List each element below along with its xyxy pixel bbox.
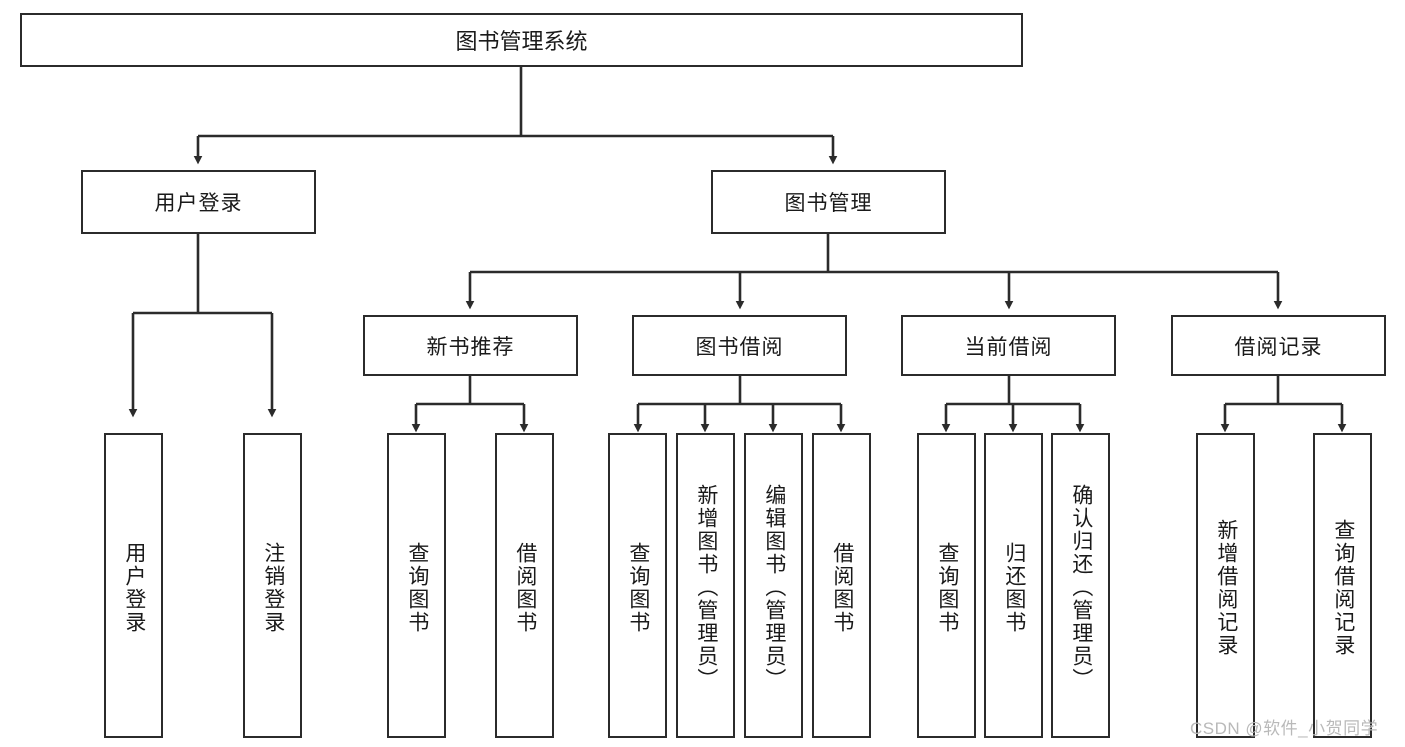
leaf-query-borrowing-record[interactable]: 查询借阅记录: [1313, 433, 1372, 738]
node-label: 借阅记录: [1234, 335, 1323, 359]
node-book-borrowing[interactable]: 图书借阅: [632, 315, 847, 376]
leaf-query-books-recommendation[interactable]: 查询图书: [387, 433, 446, 738]
node-label: 新增借阅记录: [1214, 518, 1238, 657]
leaf-borrow-books-borrowing[interactable]: 借阅图书: [812, 433, 871, 738]
node-label: 新增图书（管理员）: [694, 484, 718, 691]
leaf-add-book-admin[interactable]: 新增图书（管理员）: [676, 433, 735, 738]
node-label: 用户登录: [122, 541, 146, 634]
node-root-library-management-system[interactable]: 图书管理系统: [20, 13, 1023, 67]
node-label: 查询图书: [626, 541, 650, 634]
node-label: 归还图书: [1002, 541, 1026, 634]
leaf-borrow-books-recommendation[interactable]: 借阅图书: [495, 433, 554, 738]
node-label: 查询图书: [935, 541, 959, 634]
node-book-management[interactable]: 图书管理: [711, 170, 946, 234]
node-new-book-recommendation[interactable]: 新书推荐: [363, 315, 578, 376]
node-label: 图书管理系统: [455, 29, 588, 54]
leaf-add-borrowing-record[interactable]: 新增借阅记录: [1196, 433, 1255, 738]
leaf-query-books-current[interactable]: 查询图书: [917, 433, 976, 738]
watermark: CSDN @软件_小贺同学: [1190, 719, 1379, 738]
leaf-edit-book-admin[interactable]: 编辑图书（管理员）: [744, 433, 803, 738]
node-label: 编辑图书（管理员）: [762, 484, 786, 691]
node-label: 当前借阅: [964, 335, 1053, 359]
node-label: 注销登录: [261, 541, 285, 634]
node-label: 用户登录: [154, 192, 243, 215]
leaf-return-books[interactable]: 归还图书: [984, 433, 1043, 738]
node-user-login[interactable]: 用户登录: [81, 170, 316, 234]
node-label: 借阅图书: [830, 541, 854, 634]
node-label: 借阅图书: [513, 541, 537, 634]
leaf-user-login[interactable]: 用户登录: [104, 433, 163, 738]
node-label: 查询借阅记录: [1331, 518, 1355, 657]
node-label: 确认归还（管理员）: [1069, 484, 1093, 691]
node-current-borrowing[interactable]: 当前借阅: [901, 315, 1116, 376]
node-label: 查询图书: [405, 541, 429, 634]
node-label: 图书借阅: [695, 335, 784, 359]
leaf-query-books-borrowing[interactable]: 查询图书: [608, 433, 667, 738]
node-label: 新书推荐: [426, 335, 515, 359]
leaf-confirm-return-admin[interactable]: 确认归还（管理员）: [1051, 433, 1110, 738]
leaf-logout-login[interactable]: 注销登录: [243, 433, 302, 738]
node-label: 图书管理: [784, 192, 873, 215]
node-borrowing-records[interactable]: 借阅记录: [1171, 315, 1386, 376]
